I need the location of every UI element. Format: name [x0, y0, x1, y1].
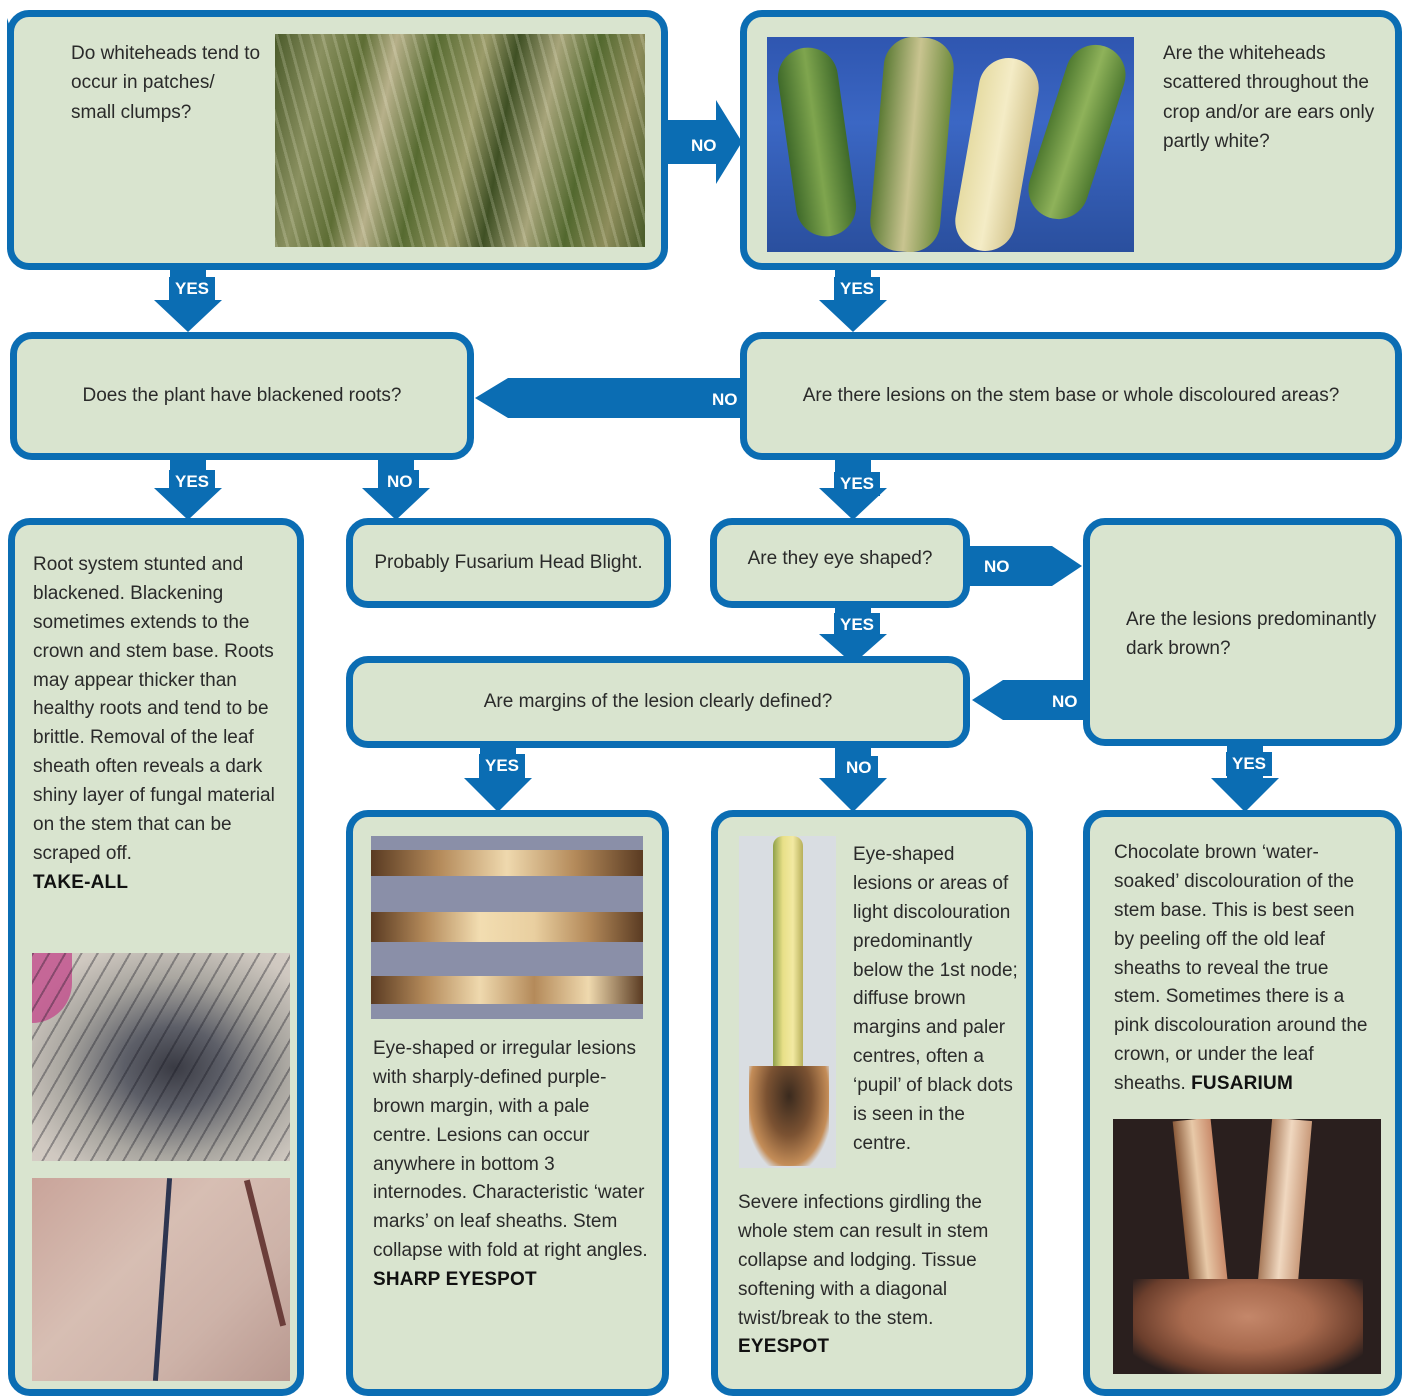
question-box-scattered: Are the whiteheads scattered throughout …	[740, 10, 1402, 270]
label-q2-yes: YES	[834, 277, 881, 301]
label-q5-yes: YES	[834, 613, 881, 637]
partly-white-ears-photo	[767, 37, 1134, 252]
question-scattered: Are the whiteheads scattered throughout …	[1163, 43, 1375, 153]
label-q7-no: NO	[1046, 690, 1084, 714]
outcome-sharp-eyespot: Eye-shaped or irregular lesions with sha…	[346, 810, 669, 1396]
eyespot-name: EYESPOT	[738, 1336, 830, 1358]
question-box-patches: Do whiteheads tend to occur in patches/ …	[7, 10, 668, 270]
take-all-stem-photo	[32, 1178, 290, 1381]
label-q5-no: NO	[978, 555, 1016, 579]
label-q4-yes: YES	[834, 472, 881, 496]
sharp-eyespot-stems-photo	[371, 836, 643, 1019]
sharp-eyespot-name: SHARP EYESPOT	[373, 1269, 537, 1290]
take-all-name: TAKE-ALL	[33, 871, 129, 893]
question-patches: Do whiteheads tend to occur in patches/ …	[71, 43, 261, 123]
outcome-fusarium: Chocolate brown ‘water-soaked’ discolour…	[1083, 810, 1402, 1396]
question-box-margins: Are margins of the lesion clearly define…	[346, 656, 970, 748]
eyespot-text: Severe infections girdling the whole ste…	[738, 1192, 989, 1329]
whiteheads-patch-photo	[275, 34, 645, 247]
fusarium-text: Chocolate brown ‘water-soaked’ discolour…	[1114, 842, 1368, 1094]
label-q3-no: NO	[381, 470, 419, 494]
question-box-dark-brown: Are the lesions predominantly dark brown…	[1083, 518, 1402, 746]
question-margins: Are margins of the lesion clearly define…	[483, 691, 833, 713]
take-all-roots-photo	[32, 953, 290, 1161]
outcome-fusarium-head-blight: Probably Fusarium Head Blight.	[346, 518, 671, 608]
fusarium-stem-base-photo	[1113, 1119, 1381, 1374]
eyespot-stem-photo	[739, 836, 836, 1168]
label-q4-no: NO	[706, 388, 744, 412]
label-q6-no: NO	[840, 756, 878, 780]
eyespot-description-a: Eye-shaped lesions or areas of light dis…	[853, 844, 1018, 1154]
label-q6-yes: YES	[479, 754, 526, 778]
outcome-eyespot: Eye-shaped lesions or areas of light dis…	[711, 810, 1033, 1396]
sharp-eyespot-text: Eye-shaped or irregular lesions with sha…	[373, 1038, 648, 1262]
sharp-eyespot-description: Eye-shaped or irregular lesions with sha…	[373, 1035, 648, 1295]
question-box-lesions: Are there lesions on the stem base or wh…	[740, 332, 1402, 460]
question-roots: Does the plant have blackened roots?	[82, 385, 402, 407]
eyespot-description-b: Severe infections girdling the whole ste…	[738, 1189, 1023, 1362]
label-q3-yes: YES	[169, 470, 216, 494]
label-q7-yes: YES	[1226, 752, 1273, 776]
label-q1-no: NO	[685, 134, 723, 158]
label-q1-yes: YES	[169, 277, 216, 301]
fusarium-name: FUSARIUM	[1191, 1073, 1293, 1094]
question-eye-shaped: Are they eye shaped?	[747, 548, 933, 570]
question-dark-brown: Are the lesions predominantly dark brown…	[1126, 609, 1377, 660]
fusarium-head-blight-text: Probably Fusarium Head Blight.	[374, 552, 643, 574]
take-all-description: Root system stunted and blackened. Black…	[33, 551, 291, 898]
arrow-q4-no	[475, 378, 748, 418]
question-lesions: Are there lesions on the stem base or wh…	[802, 385, 1340, 407]
question-box-eye-shaped: Are they eye shaped?	[710, 518, 970, 608]
question-box-roots: Does the plant have blackened roots?	[10, 332, 474, 460]
outcome-take-all: Root system stunted and blackened. Black…	[8, 518, 304, 1396]
take-all-text: Root system stunted and blackened. Black…	[33, 554, 275, 864]
fusarium-description: Chocolate brown ‘water-soaked’ discolour…	[1114, 839, 1379, 1099]
